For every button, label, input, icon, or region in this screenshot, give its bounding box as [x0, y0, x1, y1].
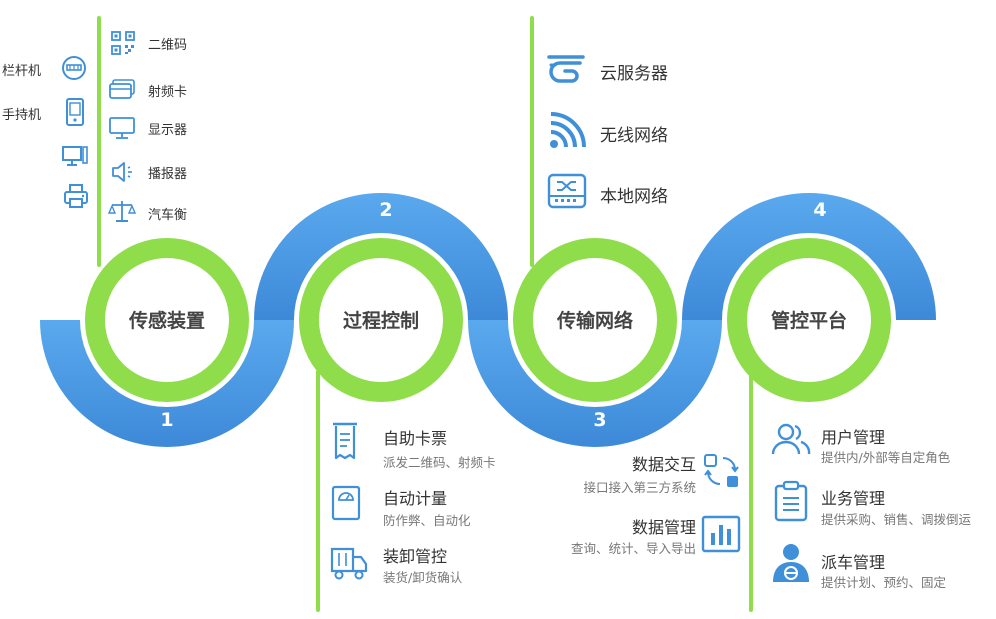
stage-title-2: 过程控制: [343, 309, 419, 332]
stage-number-4: 4: [813, 199, 826, 221]
platform-title-1: 用户管理: [821, 428, 886, 447]
process-desc-3: 装货/卸货确认: [383, 570, 463, 585]
platform-title-2: 业务管理: [821, 489, 886, 508]
process-title-3: 装卸管控: [383, 547, 448, 566]
process-title-1: 自助卡票: [383, 429, 448, 448]
stage-circle-2: [299, 238, 463, 402]
exchange-icon: [704, 454, 739, 487]
network-label-1: 云服务器: [600, 64, 668, 84]
bar-chart-icon: [701, 515, 741, 553]
clipboard-icon: [774, 480, 808, 522]
data-title-1: 数据交互: [631, 455, 696, 474]
ticket-icon: [333, 422, 357, 460]
weighing-icon: [331, 485, 361, 521]
wave-segment-2: [254, 193, 508, 320]
stage-title-1: 传感装置: [128, 309, 205, 332]
stage-number-1: 1: [160, 409, 173, 431]
stage-circle-4: [727, 238, 891, 402]
truck-icon: [330, 547, 368, 580]
platform-desc-2: 提供采购、销售、调拨倒运: [821, 512, 972, 527]
sensing-right-label-3: 显示器: [148, 123, 188, 138]
printer-icon: [64, 184, 88, 208]
wave-segment-4: [682, 193, 936, 320]
switch-icon: [547, 173, 587, 209]
barrier-gate-icon: [62, 56, 86, 80]
data-desc-2: 查询、统计、导入导出: [570, 541, 696, 556]
handheld-icon: [66, 98, 84, 126]
wave-segment-3: [468, 320, 722, 447]
speaker-icon: [112, 162, 132, 182]
sensing-right-label-2: 射频卡: [148, 85, 188, 100]
wifi-icon: [550, 112, 586, 148]
process-desc-2: 防作弊、自动化: [383, 513, 471, 528]
network-label-3: 本地网络: [600, 187, 668, 207]
data-desc-1: 接口接入第三方系统: [583, 480, 696, 495]
process-desc-1: 派发二维码、射频卡: [383, 455, 496, 470]
network-label-2: 无线网络: [600, 126, 668, 146]
computer-icon: [62, 146, 88, 166]
cloud-server-icon: [547, 55, 585, 83]
stage-number-2: 2: [379, 199, 392, 221]
driver-icon: [773, 544, 809, 582]
qr-code-icon: [111, 31, 135, 55]
rf-card-icon: [109, 79, 135, 99]
stage-number-3: 3: [593, 409, 606, 431]
sensing-right-label-5: 汽车衡: [148, 208, 188, 223]
platform-desc-3: 提供计划、预约、固定: [821, 575, 947, 590]
sensing-right-label-4: 播报器: [148, 167, 188, 182]
stage-circle-1: [85, 238, 249, 402]
wave-segment-1: [40, 320, 294, 447]
process-title-2: 自动计量: [383, 489, 448, 508]
sensing-left-label-1: 栏杆机: [2, 64, 42, 79]
wave-band: [40, 193, 936, 447]
sensing-left-label-2: 手持机: [2, 108, 42, 123]
sensing-right-label-1: 二维码: [148, 38, 188, 53]
stage-circle-3: [513, 238, 677, 402]
data-title-2: 数据管理: [631, 518, 696, 537]
platform-desc-1: 提供内/外部等自定角色: [821, 450, 951, 465]
stage-title-3: 传输网络: [556, 309, 633, 332]
users-icon: [771, 423, 811, 455]
stage-title-4: 管控平台: [771, 309, 847, 332]
platform-title-3: 派车管理: [821, 553, 886, 572]
scale-icon: [108, 201, 136, 222]
monitor-icon: [109, 117, 135, 139]
